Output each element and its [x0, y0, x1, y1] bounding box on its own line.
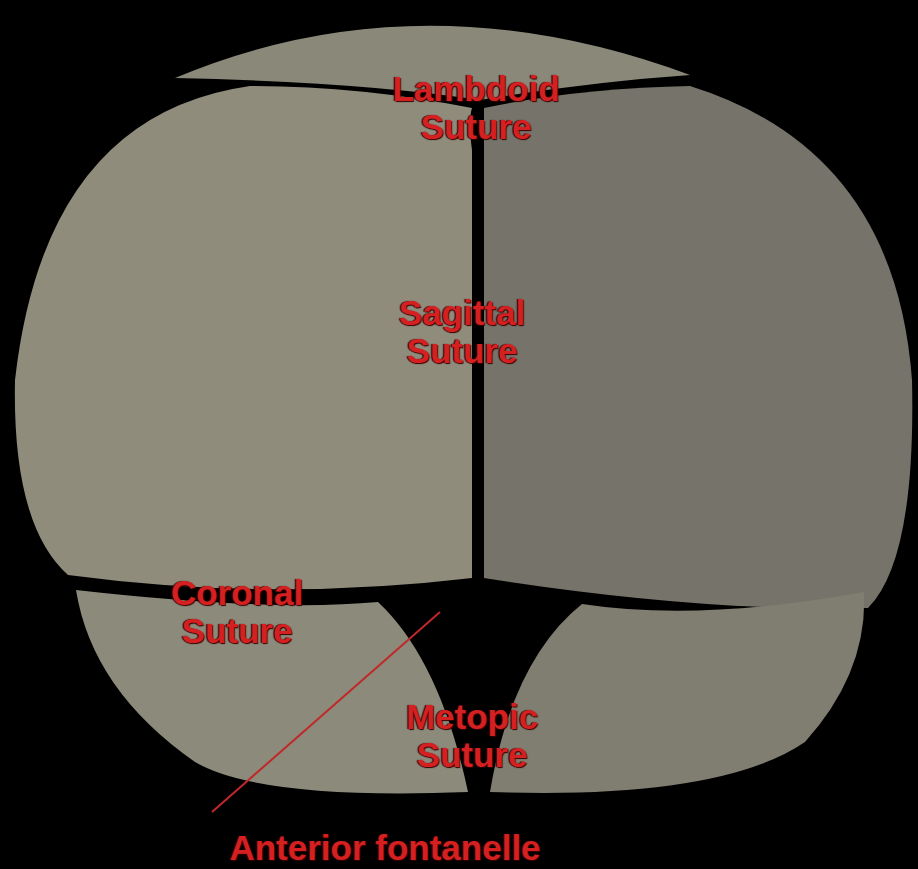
- suture-label: Metopic Suture: [406, 698, 538, 774]
- left-parietal-bone: [15, 86, 472, 589]
- suture-label: Coronal Suture: [171, 574, 303, 650]
- right-parietal-bone: [484, 86, 912, 608]
- right-frontal-bone: [490, 592, 864, 793]
- suture-label: Sagittal Suture: [399, 294, 525, 370]
- suture-label: Lambdoid Suture: [392, 70, 559, 146]
- fontanelle-label: Anterior fontanelle: [229, 829, 540, 867]
